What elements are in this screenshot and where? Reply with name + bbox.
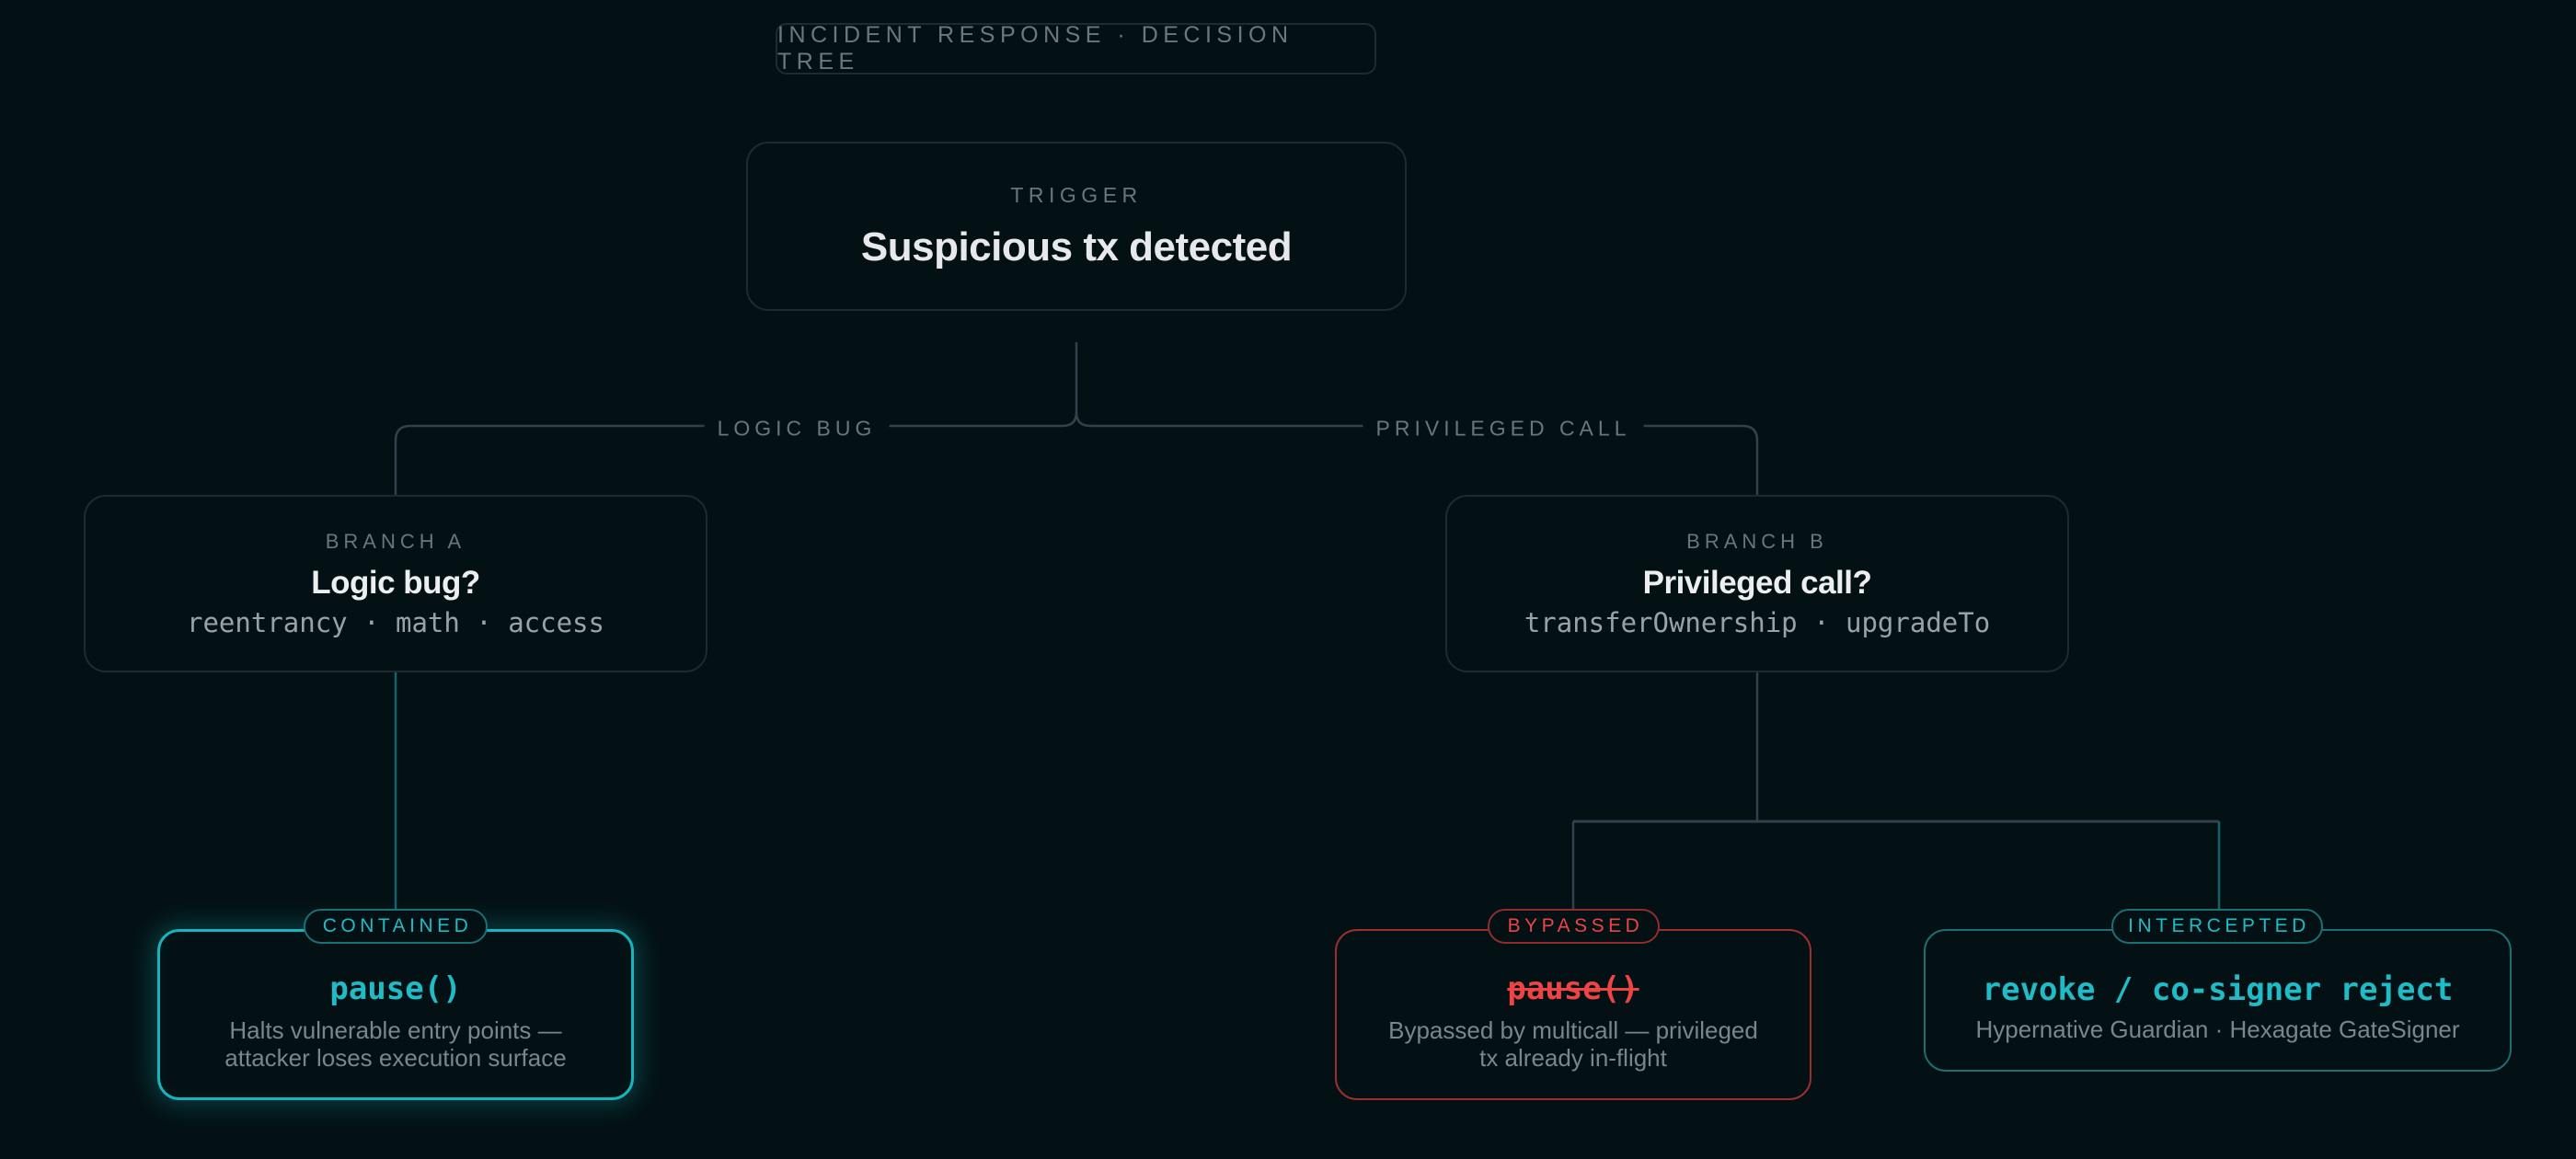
branch-b-eyebrow: BRANCH B bbox=[1686, 529, 1828, 553]
trigger-node: TRIGGER Suspicious tx detected bbox=[746, 142, 1407, 311]
trigger-eyebrow: TRIGGER bbox=[1010, 182, 1143, 207]
branch-b-subtitle: transferOwnership · upgradeTo bbox=[1524, 606, 1991, 638]
desc-line: Halts vulnerable entry points — bbox=[229, 1016, 562, 1044]
outcome-bypassed-title: pause() bbox=[1507, 970, 1639, 1007]
outcome-bypassed-node: pause() Bypassed by multicall — privileg… bbox=[1335, 929, 1811, 1100]
branch-a-eyebrow: BRANCH A bbox=[325, 529, 466, 553]
branch-b-title: Privileged call? bbox=[1642, 564, 1872, 601]
trigger-title: Suspicious tx detected bbox=[860, 224, 1293, 270]
branch-a-title: Logic bug? bbox=[311, 564, 480, 601]
outcome-intercepted-title: revoke / co-signer reject bbox=[1982, 970, 2454, 1008]
outcome-contained-title: pause() bbox=[329, 970, 462, 1007]
diagram-title: INCIDENT RESPONSE · DECISION TREE bbox=[776, 22, 1376, 75]
outcome-contained-description: Halts vulnerable entry points — attacker… bbox=[224, 1016, 566, 1072]
outcome-bypassed-description: Bypassed by multicall — privileged tx al… bbox=[1388, 1016, 1758, 1072]
outcome-intercepted-node: revoke / co-signer reject Hypernative Gu… bbox=[1924, 929, 2512, 1072]
desc-line: tx already in-flight bbox=[1479, 1044, 1667, 1072]
branch-a-subtitle: reentrancy · math · access bbox=[187, 606, 604, 638]
outcome-contained-node: pause() Halts vulnerable entry points — … bbox=[157, 929, 634, 1100]
status-badge-intercepted: INTERCEPTED bbox=[2111, 909, 2323, 944]
status-badge-contained: CONTAINED bbox=[304, 909, 488, 944]
desc-line: attacker loses execution surface bbox=[224, 1044, 567, 1072]
outcome-intercepted-description: Hypernative Guardian · Hexagate GateSign… bbox=[1975, 1015, 2460, 1043]
branch-a-node: BRANCH A Logic bug? reentrancy · math · … bbox=[84, 495, 707, 672]
status-badge-bypassed: BYPASSED bbox=[1488, 909, 1660, 944]
edge-label-logic-bug: LOGIC BUG bbox=[704, 416, 890, 442]
desc-line: Bypassed by multicall — privileged bbox=[1388, 1016, 1758, 1044]
branch-b-node: BRANCH B Privileged call? transferOwners… bbox=[1445, 495, 2069, 672]
edge-label-privileged-call: PRIVILEGED CALL bbox=[1363, 416, 1644, 442]
